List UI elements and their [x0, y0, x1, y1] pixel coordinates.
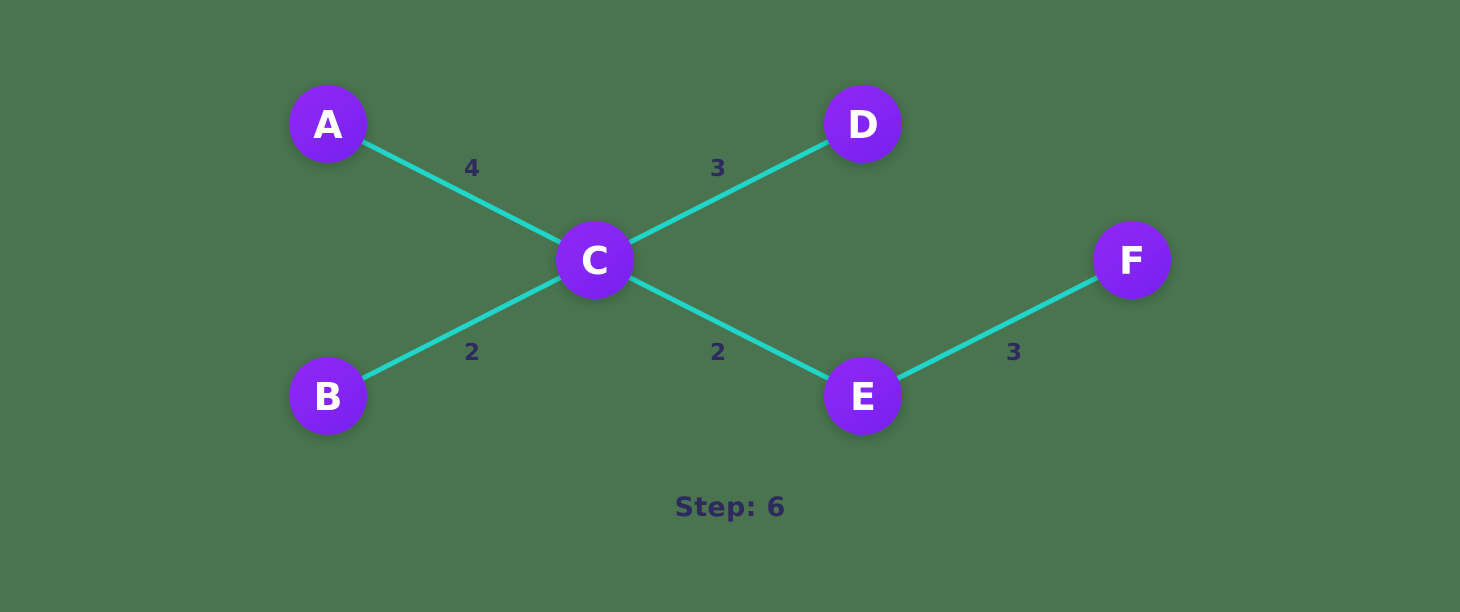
node-circle-b[interactable] [289, 357, 367, 435]
nodes-layer: A B C D E F [289, 85, 1171, 435]
node-circle-c[interactable] [556, 221, 634, 299]
graph-edge-b-c [325, 257, 598, 399]
edge-weight-e-f: 3 [1006, 340, 1022, 366]
step-caption: Step: 6 [674, 492, 786, 523]
graph-edge-a-c [325, 121, 598, 263]
node-label-a: A [313, 103, 343, 147]
graph-edge-c-e [592, 257, 866, 399]
graph-node-d[interactable]: D [824, 85, 902, 163]
edge-weights-layer: 4 3 2 2 3 [464, 156, 1022, 366]
node-label-d: D [847, 103, 879, 147]
node-label-f: F [1119, 239, 1145, 283]
node-circle-e[interactable] [824, 357, 902, 435]
edge-weight-a-c: 4 [464, 156, 480, 182]
edge-weight-c-e: 2 [710, 340, 726, 366]
graph-node-e[interactable]: E [824, 357, 902, 435]
graph-edge-c-d [592, 121, 866, 263]
graph-edge-e-f [860, 257, 1135, 399]
node-label-c: C [581, 239, 609, 283]
node-label-b: B [314, 375, 343, 419]
edges-layer [325, 121, 1135, 399]
graph-node-c[interactable]: C [556, 221, 634, 299]
graph-node-a[interactable]: A [289, 85, 367, 163]
node-circle-a[interactable] [289, 85, 367, 163]
edge-weight-c-d: 3 [710, 156, 726, 182]
graph-node-b[interactable]: B [289, 357, 367, 435]
graph-node-f[interactable]: F [1093, 221, 1171, 299]
edge-weight-b-c: 2 [464, 340, 480, 366]
node-label-e: E [850, 375, 876, 419]
node-circle-d[interactable] [824, 85, 902, 163]
node-circle-f[interactable] [1093, 221, 1171, 299]
